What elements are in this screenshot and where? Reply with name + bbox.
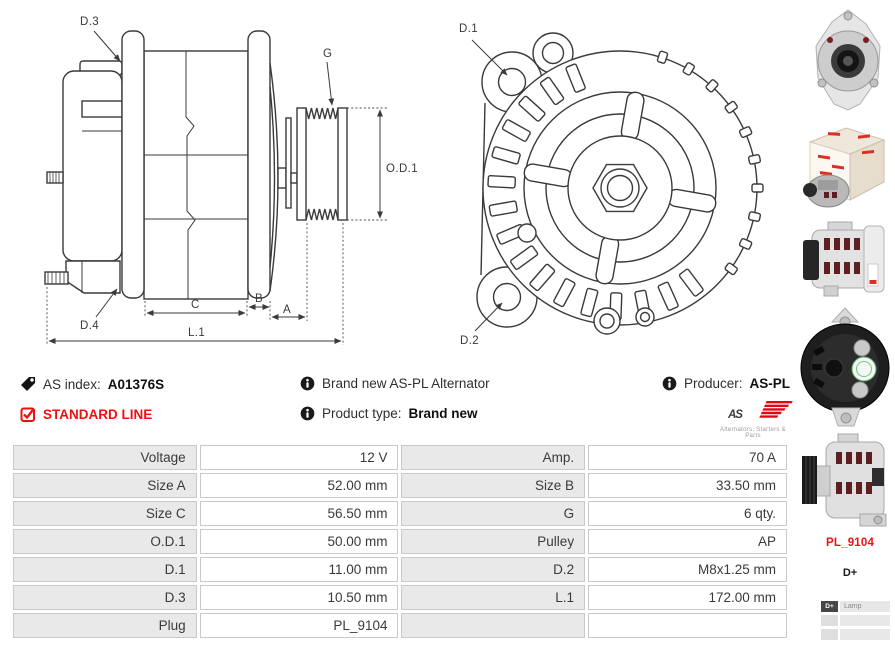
side-view-drawing: D.3 G D.4 O.D.1 C B A L.1: [44, 16, 418, 345]
spec-value: 11.00 mm: [199, 557, 399, 582]
pin-table: D+ Lamp: [821, 601, 890, 640]
spec-value: 50.00 mm: [199, 529, 399, 554]
product-photo-side-pulley[interactable]: [798, 430, 890, 537]
spec-label: Size A: [13, 473, 197, 498]
dim-label-d3: D.3: [80, 16, 99, 28]
dim-label-d1: D.1: [459, 23, 478, 35]
spec-value: 33.50 mm: [588, 473, 787, 498]
spec-label: D.3: [13, 585, 197, 610]
spec-label: L.1: [401, 585, 586, 610]
product-type-row: Product type: Brand new: [300, 406, 478, 421]
spec-label: Voltage: [13, 445, 197, 470]
pin-name-cell: [821, 615, 838, 626]
spec-value: 172.00 mm: [588, 585, 787, 610]
info-icon: [300, 406, 315, 421]
alternator-front-photo: [815, 9, 881, 111]
alternator-side-pulley-photo: [802, 433, 887, 527]
spec-label: Plug: [13, 613, 197, 638]
pin-name-cell: D+: [821, 601, 838, 612]
dim-label-b: B: [255, 293, 263, 305]
as-pl-logo-text: AS: [727, 409, 743, 421]
standard-line-row: STANDARD LINE: [20, 406, 152, 422]
terminal-label: D+: [842, 567, 858, 579]
spec-label: Size B: [401, 473, 586, 498]
pin-desc-cell: Lamp: [840, 601, 890, 612]
producer-row: Producer: AS-PL: [620, 376, 790, 391]
spec-label: Amp.: [401, 445, 586, 470]
as-index-value: A01376S: [107, 376, 165, 392]
as-index-row: AS index: A01376S: [20, 376, 164, 392]
spec-value: M8x1.25 mm: [588, 557, 787, 582]
spec-label: O.D.1: [13, 529, 197, 554]
as-pl-logo: AS Alternators, Starters & Parts: [712, 398, 794, 439]
as-index-label: AS index:: [43, 376, 101, 392]
spec-row: Voltage 12 V Amp. 70 A: [13, 445, 787, 470]
spec-value: [588, 613, 787, 638]
spec-label: Size C: [13, 501, 197, 526]
spec-value: 70 A: [588, 445, 787, 470]
dim-label-d2: D.2: [460, 335, 479, 347]
pin-name-cell: [821, 629, 838, 640]
brand-new-row: Brand new AS-PL Alternator: [300, 376, 490, 391]
spec-value: 52.00 mm: [199, 473, 399, 498]
front-view-drawing: D.1 D.2: [459, 23, 764, 347]
product-photo-side[interactable]: [798, 214, 892, 307]
spec-table: Voltage 12 V Amp. 70 A Size A 52.00 mm S…: [10, 442, 790, 641]
product-type-label: Product type:: [322, 406, 402, 421]
info-icon: [662, 376, 677, 391]
spec-value: PL_9104: [199, 613, 399, 638]
info-icon: [300, 376, 315, 391]
spec-row: Size C 56.50 mm G 6 qty.: [13, 501, 787, 526]
spec-label: [401, 613, 586, 638]
spec-value: AP: [588, 529, 787, 554]
spec-label: Pulley: [401, 529, 586, 554]
pin-desc-cell: [840, 629, 890, 640]
spec-value: 10.50 mm: [199, 585, 399, 610]
alternator-rear-photo: [800, 307, 890, 427]
checkbox-checked-icon: [20, 406, 36, 422]
spec-value: 12 V: [199, 445, 399, 470]
alternator-side-photo: [803, 221, 885, 297]
dim-label-od1: O.D.1: [386, 163, 418, 175]
plug-code: PL_9104: [826, 537, 875, 549]
tag-icon: [20, 376, 36, 392]
spec-row: D.3 10.50 mm L.1 172.00 mm: [13, 585, 787, 610]
dim-label-g: G: [323, 48, 332, 60]
spec-label: D.2: [401, 557, 586, 582]
product-photo-rear[interactable]: [800, 306, 890, 433]
spec-label: D.1: [13, 557, 197, 582]
dim-label-d4: D.4: [80, 320, 99, 332]
standard-line-label: STANDARD LINE: [43, 406, 153, 422]
brand-new-text: Brand new AS-PL Alternator: [322, 376, 490, 391]
producer-value: AS-PL: [749, 376, 791, 391]
pin-row: [821, 629, 890, 640]
dim-label-c: C: [191, 299, 200, 311]
product-type-value: Brand new: [408, 406, 478, 421]
product-photo-front[interactable]: [808, 6, 888, 121]
dim-label-a: A: [283, 304, 291, 316]
product-photo-box[interactable]: [798, 118, 890, 218]
spec-row: Plug PL_9104: [13, 613, 787, 638]
as-pl-logo-tagline: Alternators, Starters & Parts: [720, 427, 786, 439]
spec-label: G: [401, 501, 586, 526]
spec-value: 56.50 mm: [199, 501, 399, 526]
spec-row: O.D.1 50.00 mm Pulley AP: [13, 529, 787, 554]
producer-label: Producer:: [683, 376, 743, 391]
spec-row: D.1 11.00 mm D.2 M8x1.25 mm: [13, 557, 787, 582]
spec-value: 6 qty.: [588, 501, 787, 526]
pin-row: D+ Lamp: [821, 601, 890, 612]
as-pl-logo-mark: AS: [727, 401, 793, 421]
spec-row: Size A 52.00 mm Size B 33.50 mm: [13, 473, 787, 498]
packaging-box-photo: [803, 127, 886, 208]
dim-label-l1: L.1: [188, 327, 205, 339]
pin-desc-cell: [840, 615, 890, 626]
pin-row: [821, 615, 890, 626]
